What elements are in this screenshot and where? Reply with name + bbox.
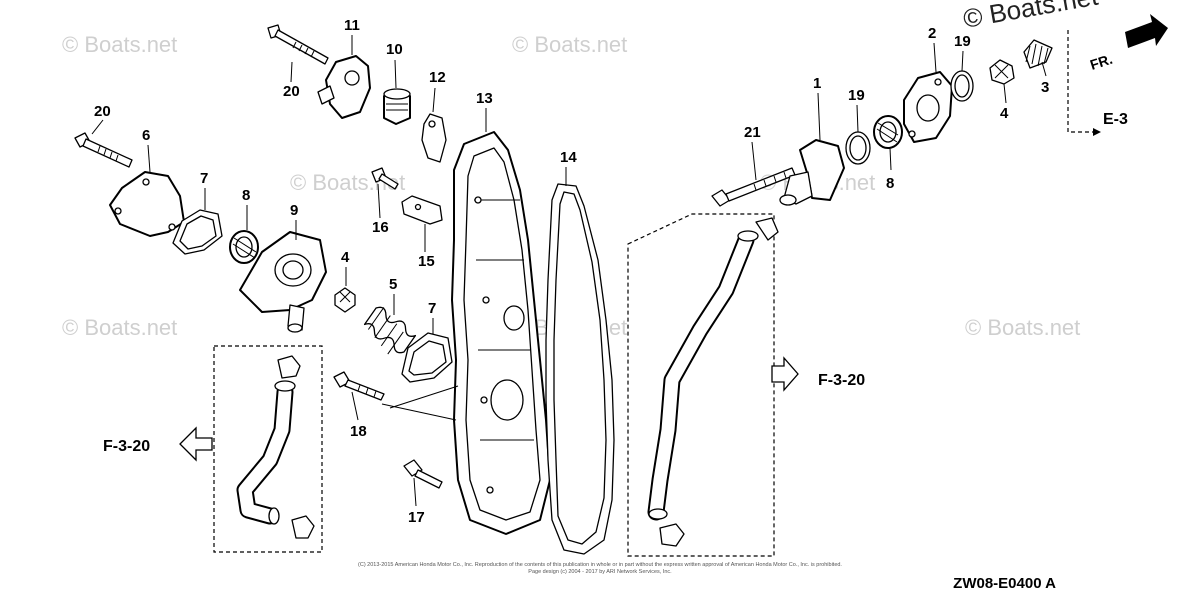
callout-13: 13 [476,90,493,107]
callout-19: 19 [954,33,971,50]
callout-4: 4 [341,249,350,266]
callout-1: 1 [813,75,821,92]
front-direction-arrow: FR. [1088,14,1168,73]
hose-box-left [213,345,323,553]
bolt-16[interactable] [371,167,399,190]
cover-13[interactable] [451,131,551,535]
cover-plate-6[interactable] [109,171,185,237]
watermark: © Boats.net [512,32,627,57]
diagram-code: ZW08-E0400 A [953,575,1056,592]
callout-2: 2 [928,25,936,42]
bolt-20-top[interactable] [267,24,329,65]
callout-21: 21 [744,124,761,141]
corner-watermark: © Boats.net [961,0,1101,34]
callout-12: 12 [429,69,446,86]
callout-9: 9 [290,202,298,219]
callout-11: 11 [344,17,360,34]
hose-right[interactable] [647,217,779,547]
gasket-7-left[interactable] [172,209,223,255]
ref-e3: E-3 [1103,111,1128,128]
thermostat-4-left[interactable] [334,287,356,313]
callout-16: 16 [372,219,389,236]
oring-19-right[interactable] [950,70,974,102]
callout-18: 18 [350,423,367,440]
arrow-left-icon [179,426,213,462]
hose-box-right [627,213,775,557]
housing-9[interactable] [239,231,327,333]
gasket-14[interactable] [545,183,615,555]
copyright-line-1: (C) 2013-2015 American Honda Motor Co., … [358,562,842,568]
bolt-18[interactable] [333,371,385,401]
bolt-20-left[interactable] [74,132,133,168]
callout-19: 19 [848,87,865,104]
flange-11[interactable] [317,55,371,119]
callout-10: 10 [386,41,403,58]
seal-8-left[interactable] [229,230,259,264]
callout-14: 14 [560,149,577,166]
watermark: © Boats.net [62,315,177,340]
seal-8-right[interactable] [873,115,903,149]
bracket-15[interactable] [401,195,443,225]
gasket-12[interactable] [421,113,447,163]
callout-8: 8 [242,187,250,204]
callout-5: 5 [389,276,397,293]
callout-20: 20 [94,103,111,120]
ref-f3-20-left[interactable]: F-3-20 [103,438,150,455]
spring-3[interactable] [1023,39,1053,69]
thermostat-4-right[interactable] [989,59,1015,85]
callout-17: 17 [408,509,425,526]
callout-7: 7 [200,170,208,187]
callout-3: 3 [1041,79,1049,96]
front-direction-label: FR. [1088,51,1114,73]
callout-15: 15 [418,253,435,270]
gasket-7-middle[interactable] [401,332,453,383]
e3-leader [1067,30,1095,133]
watermark: © Boats.net [965,315,1080,340]
callout-6: 6 [142,127,150,144]
watermark: © Boats.net [62,32,177,57]
hose-left[interactable] [236,355,315,539]
callout-8: 8 [886,175,894,192]
callout-4: 4 [1000,105,1009,122]
ref-f3-20-right[interactable]: F-3-20 [818,372,865,389]
oring-19-left[interactable] [845,131,871,165]
copyright-line-2: Page design (c) 2004 - 2017 by ARI Netwo… [528,569,672,575]
callout-7: 7 [428,300,436,317]
bolt-17[interactable] [403,459,443,489]
housing-2[interactable] [903,71,953,143]
elbow-1[interactable] [779,139,845,206]
callout-20: 20 [283,83,300,100]
arrow-right-icon [771,356,799,392]
spring-5[interactable] [362,305,417,355]
valve-10[interactable] [383,88,411,125]
